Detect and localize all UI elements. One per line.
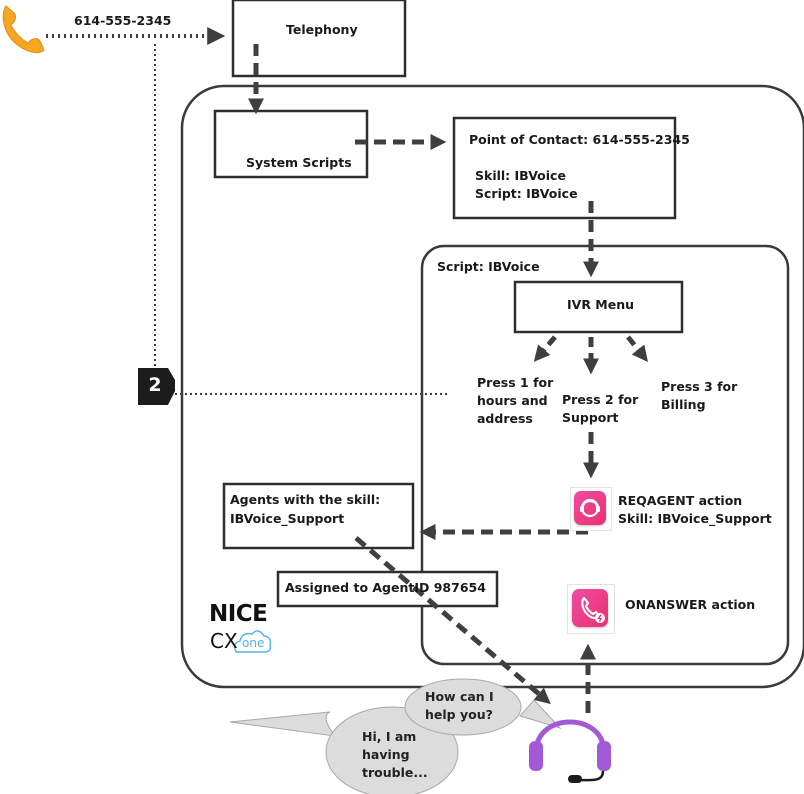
point-of-contact-skill: Skill: IBVoice xyxy=(475,168,566,183)
caller-bubble-line: Hi, I am xyxy=(362,729,417,744)
point-of-contact-title: Point of Contact: 614-555-2345 xyxy=(469,132,690,147)
system-scripts-title: System Scripts xyxy=(246,155,352,170)
agents-box-line1: Agents with the skill: xyxy=(230,492,381,507)
caller-bubble-line: having xyxy=(362,747,410,762)
agent-bubble-line: How can I xyxy=(425,689,494,704)
caller-bubble-line: trouble... xyxy=(362,765,428,780)
script-panel-title: Script: IBVoice xyxy=(437,259,540,274)
script-panel xyxy=(420,244,790,666)
caller-speech-bubble xyxy=(229,706,459,794)
point-of-contact-script: Script: IBVoice xyxy=(475,186,578,201)
ivr-menu-title: IVR Menu xyxy=(567,297,635,312)
agents-box xyxy=(222,482,415,550)
press1-line: Press 1 for xyxy=(477,375,554,390)
ivr-to-press3-arrow xyxy=(626,335,648,362)
headset-icon xyxy=(529,719,611,783)
reqagent-action-label: REQAGENT action xyxy=(618,493,743,508)
ivr-menu-box xyxy=(513,280,684,334)
assigned-box xyxy=(276,570,499,608)
press3-line: Billing xyxy=(661,397,706,412)
onanswer-action-label: ONANSWER action xyxy=(625,597,756,612)
press2-line: Press 2 for xyxy=(562,392,639,407)
phone-number-label: 614-555-2345 xyxy=(74,13,172,28)
agents-box-line2: IBVoice_Support xyxy=(230,511,345,526)
press1-line: hours and xyxy=(477,393,548,408)
logo-product-cx: CX xyxy=(210,629,238,653)
press3-line: Press 3 for xyxy=(661,379,738,394)
press2-line: Support xyxy=(562,410,619,425)
ivr-to-press1-arrow xyxy=(533,335,557,362)
cloud-logo-icon xyxy=(233,630,272,653)
step-badge-shape xyxy=(138,368,175,405)
onanswer-icon xyxy=(572,589,608,627)
phone-icon xyxy=(2,5,45,54)
assigned-box-title: Assigned to AgentID 987654 xyxy=(285,580,486,595)
press1-line: address xyxy=(477,411,533,426)
logo-product-one: one xyxy=(242,636,265,650)
reqagent-icon xyxy=(574,491,606,525)
telephony-title: Telephony xyxy=(286,22,358,37)
point-of-contact-box xyxy=(452,116,677,220)
system-scripts-box xyxy=(213,109,369,179)
agents-to-headset-arrow xyxy=(354,536,551,705)
telephony-box xyxy=(231,0,407,78)
agent-bubble-line: help you? xyxy=(425,707,493,722)
logo-brand: NICE xyxy=(209,601,268,627)
step-badge-number: 2 xyxy=(148,374,162,396)
reqagent-skill-label: Skill: IBVoice_Support xyxy=(618,511,772,526)
agent-speech-bubble xyxy=(404,678,562,736)
